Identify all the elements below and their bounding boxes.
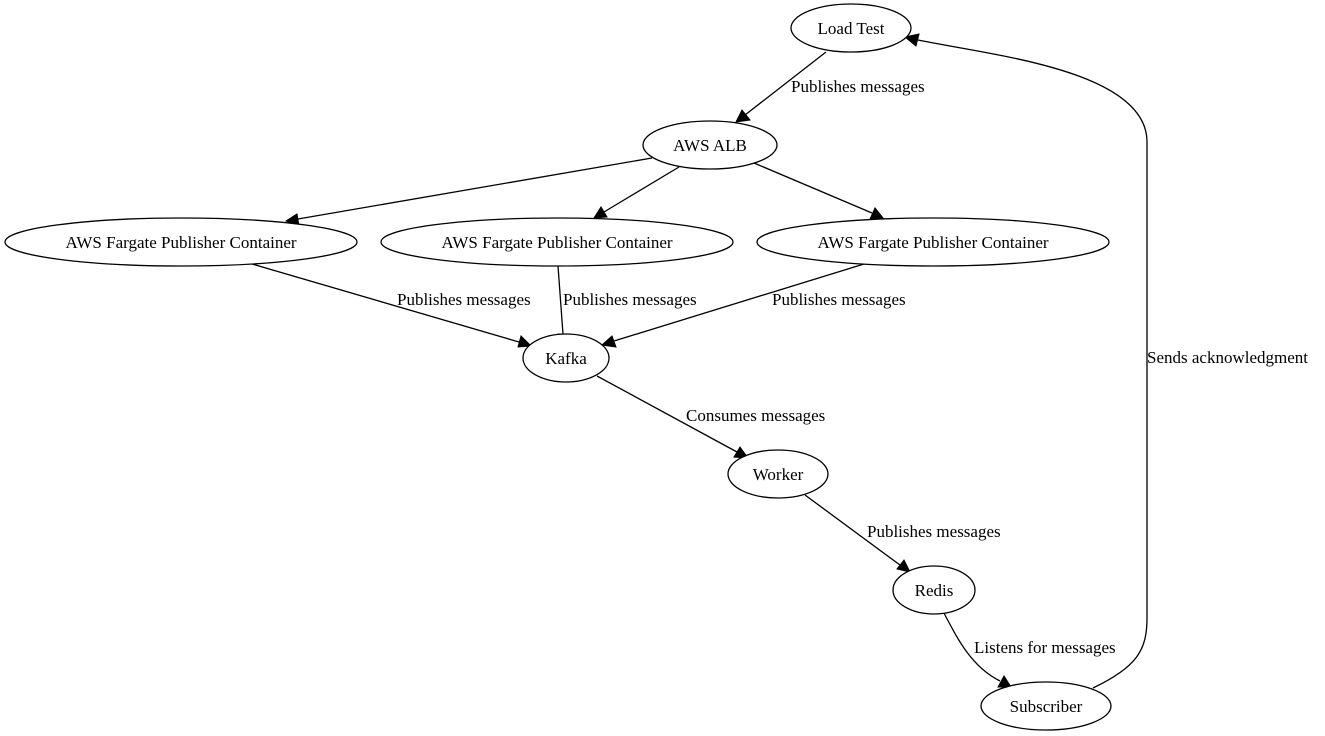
edge-alb-to-fargate-3 [753, 162, 884, 220]
node-subscriber-label: Subscriber [1010, 697, 1083, 716]
node-fargate-publisher-1-label: AWS Fargate Publisher Container [65, 233, 296, 252]
node-fargate-publisher-2-label: AWS Fargate Publisher Container [441, 233, 672, 252]
node-worker: Worker [727, 449, 829, 499]
node-redis: Redis [892, 565, 976, 615]
edge-label-subscriber-to-loadtest: Sends acknowledgment [1147, 348, 1308, 367]
node-fargate-publisher-3: AWS Fargate Publisher Container [756, 217, 1110, 267]
node-aws-alb-label: AWS ALB [673, 136, 747, 155]
edge-label-fargate-3-to-kafka: Publishes messages [772, 290, 906, 309]
edge-worker-to-redis [804, 494, 911, 573]
edge-label-redis-to-subscriber: Listens for messages [974, 638, 1116, 657]
edge-label-kafka-to-worker: Consumes messages [686, 406, 825, 425]
edge-label-loadtest-to-alb: Publishes messages [791, 77, 925, 96]
edge-label-fargate-2-to-kafka: Publishes messages [563, 290, 697, 309]
node-subscriber: Subscriber [980, 681, 1112, 731]
node-load-test: Load Test [790, 3, 912, 53]
node-load-test-label: Load Test [818, 19, 885, 38]
node-redis-label: Redis [915, 581, 954, 600]
node-fargate-publisher-2: AWS Fargate Publisher Container [380, 217, 734, 267]
edge-label-fargate-1-to-kafka: Publishes messages [397, 290, 531, 309]
node-aws-alb: AWS ALB [642, 120, 778, 170]
node-kafka: Kafka [522, 333, 610, 383]
edge-fargate-3-to-kafka [600, 263, 865, 348]
edge-subscriber-to-loadtest [903, 33, 1148, 689]
edge-alb-to-fargate-2 [593, 166, 680, 219]
node-kafka-label: Kafka [545, 349, 587, 368]
node-worker-label: Worker [753, 465, 804, 484]
edge-loadtest-to-alb [735, 51, 827, 123]
node-fargate-publisher-1: AWS Fargate Publisher Container [4, 217, 358, 267]
edge-label-worker-to-redis: Publishes messages [867, 522, 1001, 541]
edge-fargate-1-to-kafka [251, 263, 533, 348]
node-fargate-publisher-3-label: AWS Fargate Publisher Container [817, 233, 1048, 252]
